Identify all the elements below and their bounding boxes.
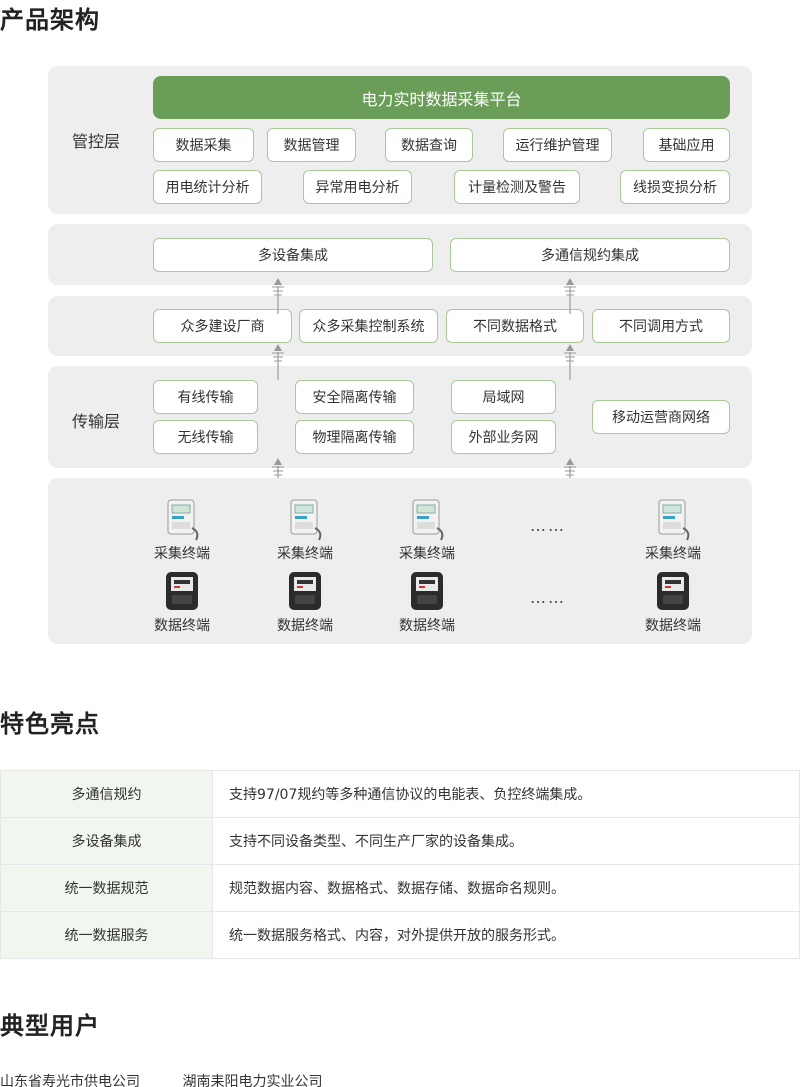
module-metering-alerts: 计量检测及警告 — [454, 170, 580, 204]
collector-meter-icon — [412, 499, 444, 541]
collector-terminal-2: 采集终端 — [260, 498, 350, 563]
connector-arrow-icon — [272, 278, 284, 314]
feature-description: 统一数据服务格式、内容，对外提供开放的服务形式。 — [212, 911, 800, 959]
collector-meter-icon — [658, 499, 690, 541]
electric-meter-icon — [657, 572, 689, 610]
collector-terminal-label: 采集终端 — [277, 546, 333, 562]
module-data-collection: 数据采集 — [153, 128, 254, 162]
features-table: 多通信规约 支持97/07规约等多种通信协议的电能表、负控终端集成。 多设备集成… — [0, 770, 800, 959]
module-consumption-statistics: 用电统计分析 — [153, 170, 262, 204]
transport-wireless-box: 无线传输 — [153, 420, 258, 454]
table-row: 多设备集成 支持不同设备类型、不同生产厂家的设备集成。 — [0, 817, 800, 865]
collector-terminal-label: 采集终端 — [154, 546, 210, 562]
collector-terminal-4: 采集终端 — [628, 498, 718, 563]
feature-name: 多设备集成 — [0, 817, 213, 865]
table-row: 多通信规约 支持97/07规约等多种通信协议的电能表、负控终端集成。 — [0, 770, 800, 818]
source-call-methods-box: 不同调用方式 — [592, 309, 730, 343]
transport-layer-label: 传输层 — [72, 412, 121, 431]
data-terminal-label: 数据终端 — [154, 618, 210, 634]
feature-description: 支持不同设备类型、不同生产厂家的设备集成。 — [212, 817, 800, 865]
transport-physical-isolation-box: 物理隔离传输 — [295, 420, 414, 454]
data-terminal-2: 数据终端 — [260, 570, 350, 635]
data-terminal-ellipsis: …… — [530, 588, 566, 607]
source-data-formats-box: 不同数据格式 — [446, 309, 584, 343]
electric-meter-icon — [166, 572, 198, 610]
data-terminal-label: 数据终端 — [277, 618, 333, 634]
source-vendors-box: 众多建设厂商 — [153, 309, 292, 343]
data-terminal-1: 数据终端 — [137, 570, 227, 635]
data-terminal-3: 数据终端 — [382, 570, 472, 635]
source-systems-box: 众多采集控制系统 — [299, 309, 438, 343]
feature-description: 规范数据内容、数据格式、数据存储、数据命名规则。 — [212, 864, 800, 912]
feature-description: 支持97/07规约等多种通信协议的电能表、负控终端集成。 — [212, 770, 800, 818]
transport-external-network-box: 外部业务网 — [451, 420, 556, 454]
feature-name: 统一数据规范 — [0, 864, 213, 912]
management-layer-label: 管控层 — [72, 132, 121, 151]
multi-device-integration-box: 多设备集成 — [153, 238, 433, 272]
table-row: 统一数据服务 统一数据服务格式、内容，对外提供开放的服务形式。 — [0, 911, 800, 959]
connector-arrow-icon — [564, 344, 576, 380]
transport-secure-isolation-box: 安全隔离传输 — [295, 380, 414, 414]
module-operation-maintenance: 运行维护管理 — [503, 128, 612, 162]
platform-title-bar: 电力实时数据采集平台 — [153, 76, 730, 119]
module-data-query: 数据查询 — [385, 128, 473, 162]
terminal-layer-band — [48, 478, 752, 644]
electric-meter-icon — [289, 572, 321, 610]
section-title-architecture: 产品架构 — [0, 6, 100, 34]
collector-terminal-label: 采集终端 — [645, 546, 701, 562]
collector-terminal-1: 采集终端 — [137, 498, 227, 563]
transport-mobile-network-box: 移动运营商网络 — [592, 400, 730, 434]
transport-lan-box: 局域网 — [451, 380, 556, 414]
module-abnormal-usage-analysis: 异常用电分析 — [303, 170, 412, 204]
module-line-loss-analysis: 线损变损分析 — [620, 170, 730, 204]
data-terminal-label: 数据终端 — [399, 618, 455, 634]
electric-meter-icon — [411, 572, 443, 610]
module-basic-application: 基础应用 — [643, 128, 730, 162]
collector-ellipsis: …… — [530, 516, 566, 535]
feature-name: 多通信规约 — [0, 770, 213, 818]
typical-users-list: 山东省寿光市供电公司 湖南耒阳电力实业公司 — [0, 1071, 360, 1087]
module-data-management: 数据管理 — [267, 128, 356, 162]
connector-arrow-icon — [272, 344, 284, 380]
collector-terminal-3: 采集终端 — [382, 498, 472, 563]
typical-user-item: 湖南耒阳电力实业公司 — [182, 1074, 323, 1087]
section-title-features: 特色亮点 — [0, 710, 100, 738]
table-row: 统一数据规范 规范数据内容、数据格式、数据存储、数据命名规则。 — [0, 864, 800, 912]
section-title-users: 典型用户 — [0, 1012, 100, 1040]
connector-arrow-icon — [564, 278, 576, 314]
feature-name: 统一数据服务 — [0, 911, 213, 959]
collector-meter-icon — [167, 499, 199, 541]
typical-user-item: 山东省寿光市供电公司 — [0, 1074, 140, 1087]
collector-terminal-label: 采集终端 — [399, 546, 455, 562]
data-terminal-label: 数据终端 — [645, 618, 701, 634]
transport-wired-box: 有线传输 — [153, 380, 258, 414]
multi-protocol-integration-box: 多通信规约集成 — [450, 238, 730, 272]
collector-meter-icon — [290, 499, 322, 541]
data-terminal-4: 数据终端 — [628, 570, 718, 635]
